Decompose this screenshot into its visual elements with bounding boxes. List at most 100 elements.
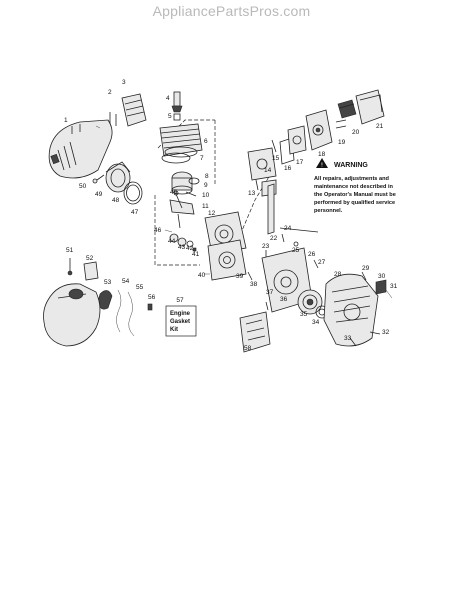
part-37-screw[interactable] — [265, 301, 269, 311]
part-55-fuel-line[interactable] — [127, 291, 135, 337]
part-29-screw[interactable] — [361, 271, 367, 281]
warning-line-4: performed by qualified service — [314, 200, 395, 206]
part-3-cylinder-shield[interactable] — [121, 93, 147, 127]
callout-13: 13 — [248, 190, 256, 197]
callout-55: 55 — [136, 284, 144, 291]
part-43-seal[interactable] — [177, 237, 187, 247]
part-56-filter[interactable] — [147, 303, 153, 311]
part-8-piston[interactable] — [171, 171, 193, 195]
part-42-washer[interactable] — [186, 240, 194, 248]
part-24-screw[interactable] — [281, 233, 285, 243]
callout-31: 31 — [390, 283, 398, 290]
part-45-connecting-rod[interactable] — [173, 190, 183, 209]
part-16-gasket[interactable] — [279, 137, 295, 165]
part-49-screw[interactable] — [92, 174, 105, 184]
part-52-bracket[interactable] — [83, 261, 99, 281]
part-47-gasket-ring[interactable] — [123, 181, 143, 205]
part-50-air-filter-cover[interactable] — [48, 119, 113, 179]
callout-6: 6 — [204, 138, 208, 145]
warning-box: ! WARNING All repairs, adjustments and m… — [314, 158, 396, 214]
callout-40: 40 — [198, 272, 206, 279]
callout-5: 5 — [168, 113, 172, 120]
callout-16: 16 — [284, 165, 292, 172]
part-38-screw[interactable] — [247, 271, 253, 281]
part-33-screw[interactable] — [349, 337, 357, 347]
callout-18: 18 — [318, 151, 326, 158]
part-13-carburetor[interactable] — [247, 147, 277, 191]
leader-lines — [95, 125, 210, 275]
part-22-bracket[interactable] — [267, 183, 275, 235]
part-fuel-tank[interactable] — [43, 283, 101, 347]
callout-19: 19 — [338, 139, 346, 146]
warning-line-5: personnel. — [314, 208, 343, 214]
callout-30: 30 — [378, 273, 386, 280]
callout-4: 4 — [166, 95, 170, 102]
part-44-bearing[interactable] — [169, 233, 179, 243]
kit-line-1: Engine — [170, 311, 191, 317]
part-26-rod[interactable] — [279, 227, 319, 233]
part-10-pin[interactable] — [185, 191, 197, 197]
part-35-starter-pulley[interactable] — [297, 289, 323, 315]
part-17-adapter[interactable] — [287, 125, 307, 155]
part-6-cylinder[interactable] — [159, 123, 203, 158]
warning-title: WARNING — [334, 162, 368, 169]
part-51-screw[interactable] — [67, 258, 73, 276]
part-18-air-box[interactable] — [305, 109, 333, 151]
kit-line-3: Kit — [170, 327, 178, 333]
callout-1: 1 — [64, 117, 68, 124]
callout-23: 23 — [262, 243, 270, 250]
part-20-filter-element[interactable] — [337, 99, 357, 119]
warning-line-3: the Operator's Manual must be — [314, 192, 396, 198]
callout-3: 3 — [122, 79, 126, 86]
part-39-crankcase-half[interactable] — [207, 239, 247, 281]
callout-20: 20 — [352, 129, 360, 136]
callout-labels: 1 2 3 4 5 6 7 8 9 10 11 12 13 14 15 16 1… — [64, 79, 398, 352]
part-15-screw[interactable] — [271, 139, 277, 153]
callout-46: 46 — [154, 227, 162, 234]
engine-gasket-kit[interactable]: 57 Engine Gasket Kit — [165, 297, 197, 337]
callout-48: 48 — [112, 197, 120, 204]
callout-24: 24 — [284, 225, 292, 232]
callout-51: 51 — [66, 247, 74, 254]
part-27-screw[interactable] — [313, 259, 319, 269]
callout-50: 50 — [79, 183, 87, 190]
part-32-screw[interactable] — [369, 331, 381, 335]
callout-49: 49 — [95, 191, 103, 198]
callout-45: 45 — [170, 189, 178, 196]
site-title[interactable]: AppliancePartsPros.com — [152, 3, 311, 19]
part-41-key[interactable] — [192, 247, 197, 252]
part-5-spark-plug-boot[interactable] — [173, 113, 181, 121]
callout-58: 58 — [244, 345, 252, 352]
part-58-muffler-cover[interactable] — [239, 311, 271, 353]
callout-9: 9 — [204, 182, 208, 189]
callout-32: 32 — [382, 329, 390, 336]
part-2-screws[interactable] — [109, 112, 117, 126]
part-28-starter-housing[interactable] — [323, 273, 379, 347]
callout-56: 56 — [148, 294, 156, 301]
kit-line-2: Gasket — [170, 319, 190, 325]
part-48-air-filter[interactable] — [105, 161, 131, 193]
part-4-spark-plug[interactable] — [171, 91, 183, 113]
part-7-gasket[interactable] — [161, 152, 191, 164]
callout-15: 15 — [272, 155, 280, 162]
part-1-bolts[interactable] — [71, 124, 81, 134]
callout-53: 53 — [104, 279, 112, 286]
callout-2: 2 — [108, 89, 112, 96]
callout-41: 41 — [192, 251, 200, 258]
part-54-fuel-line[interactable] — [116, 289, 122, 333]
part-11-crankshaft[interactable] — [169, 199, 195, 229]
callout-27: 27 — [318, 259, 326, 266]
callout-37: 37 — [266, 289, 274, 296]
callout-22: 22 — [270, 235, 278, 242]
part-31-rope[interactable] — [385, 289, 393, 299]
part-21-air-filter-cover[interactable] — [355, 89, 385, 125]
part-30-starter-handle[interactable] — [375, 279, 387, 295]
part-25-nut[interactable] — [293, 241, 299, 247]
part-9-ring[interactable] — [188, 177, 200, 185]
part-19-screws[interactable] — [335, 119, 347, 129]
callout-39: 39 — [236, 273, 244, 280]
callout-7: 7 — [200, 155, 204, 162]
callout-52: 52 — [86, 255, 94, 262]
callout-11: 11 — [202, 203, 209, 210]
